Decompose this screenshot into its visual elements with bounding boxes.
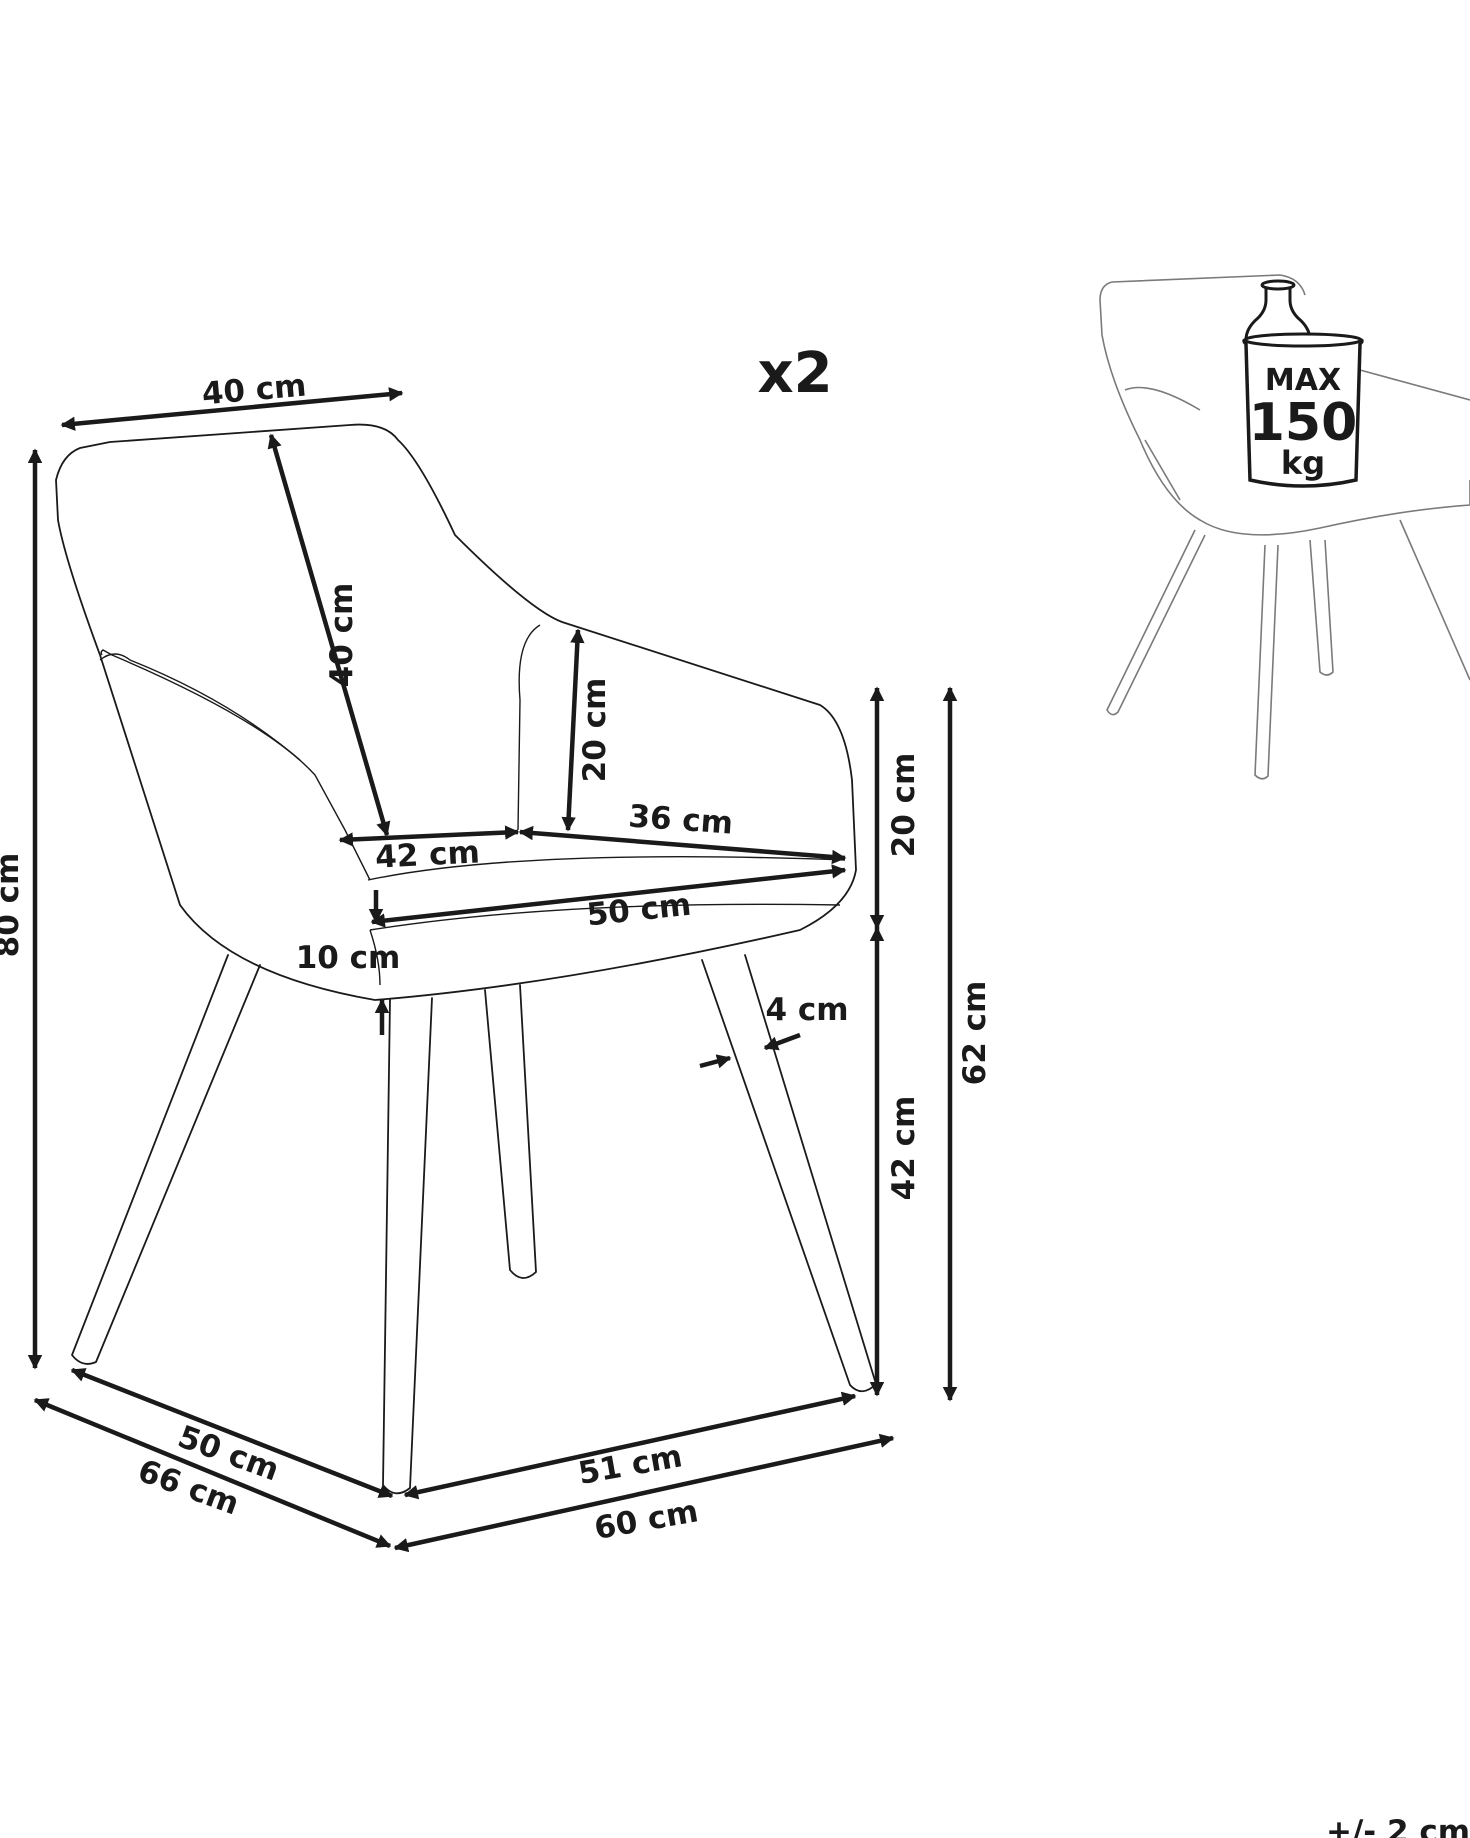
top-width-label: 40 cm	[200, 368, 307, 413]
total-width-line	[393, 1433, 895, 1553]
seat-width-label: 50 cm	[585, 887, 693, 934]
seat-depth-label: 42 cm	[374, 834, 480, 875]
total-depth-line	[33, 1397, 392, 1549]
back-left-leg	[484, 984, 537, 1279]
dimension-labels: 40 cm 40 cm 20 cm 42 cm 36 cm 50 cm 10 c…	[0, 368, 1470, 1838]
leg-thickness-arrow-right	[763, 1032, 801, 1051]
weight-bottle-cap	[1260, 279, 1296, 291]
back-height-line	[267, 433, 391, 837]
small-chair-outline	[1099, 274, 1470, 536]
weight-top-rim	[1243, 332, 1363, 348]
leg-width-label: 51 cm	[576, 1438, 685, 1492]
top-width-line	[60, 387, 404, 431]
weight-bottle-icon	[1244, 284, 1312, 342]
armrest-height-right-label: 20 cm	[886, 753, 922, 858]
total-height-label: 80 cm	[0, 853, 26, 958]
seat-width-line	[370, 864, 847, 928]
chair-drawing	[55, 423, 877, 1495]
left-arm-top	[99, 653, 301, 761]
dimension-lines	[27, 387, 958, 1553]
seat-depth-line	[338, 825, 520, 847]
max-label: MAX	[1265, 363, 1341, 398]
tolerance-label: +/- 2 cm	[1326, 1814, 1470, 1838]
seat-thickness-label: 10 cm	[296, 940, 401, 976]
leg-thickness-arrow-left	[699, 1054, 732, 1069]
max-weight-unit: kg	[1281, 444, 1325, 482]
inner-width-line	[518, 825, 847, 865]
back-height-label: 40 cm	[324, 583, 360, 688]
leg-thickness-label: 4 cm	[765, 992, 848, 1028]
seat-height-label: 42 cm	[886, 1096, 922, 1201]
backrest-outline	[55, 423, 857, 1001]
max-weight-value: 150	[1249, 393, 1358, 453]
front-left-leg	[71, 954, 261, 1365]
seat-cushion-edge	[369, 929, 381, 986]
quantity-label: x2	[757, 341, 832, 406]
arm-height-label: 62 cm	[957, 981, 993, 1086]
armrest-height-left-line	[561, 628, 585, 832]
armrest-height-left-label: 20 cm	[577, 678, 613, 783]
right-arm-panel	[517, 624, 541, 831]
small-chair-legs	[1106, 519, 1470, 780]
load-capacity-illustration: MAX 150 kg	[1099, 274, 1470, 780]
front-center-leg	[382, 997, 433, 1495]
inner-width-label: 36 cm	[627, 798, 734, 841]
